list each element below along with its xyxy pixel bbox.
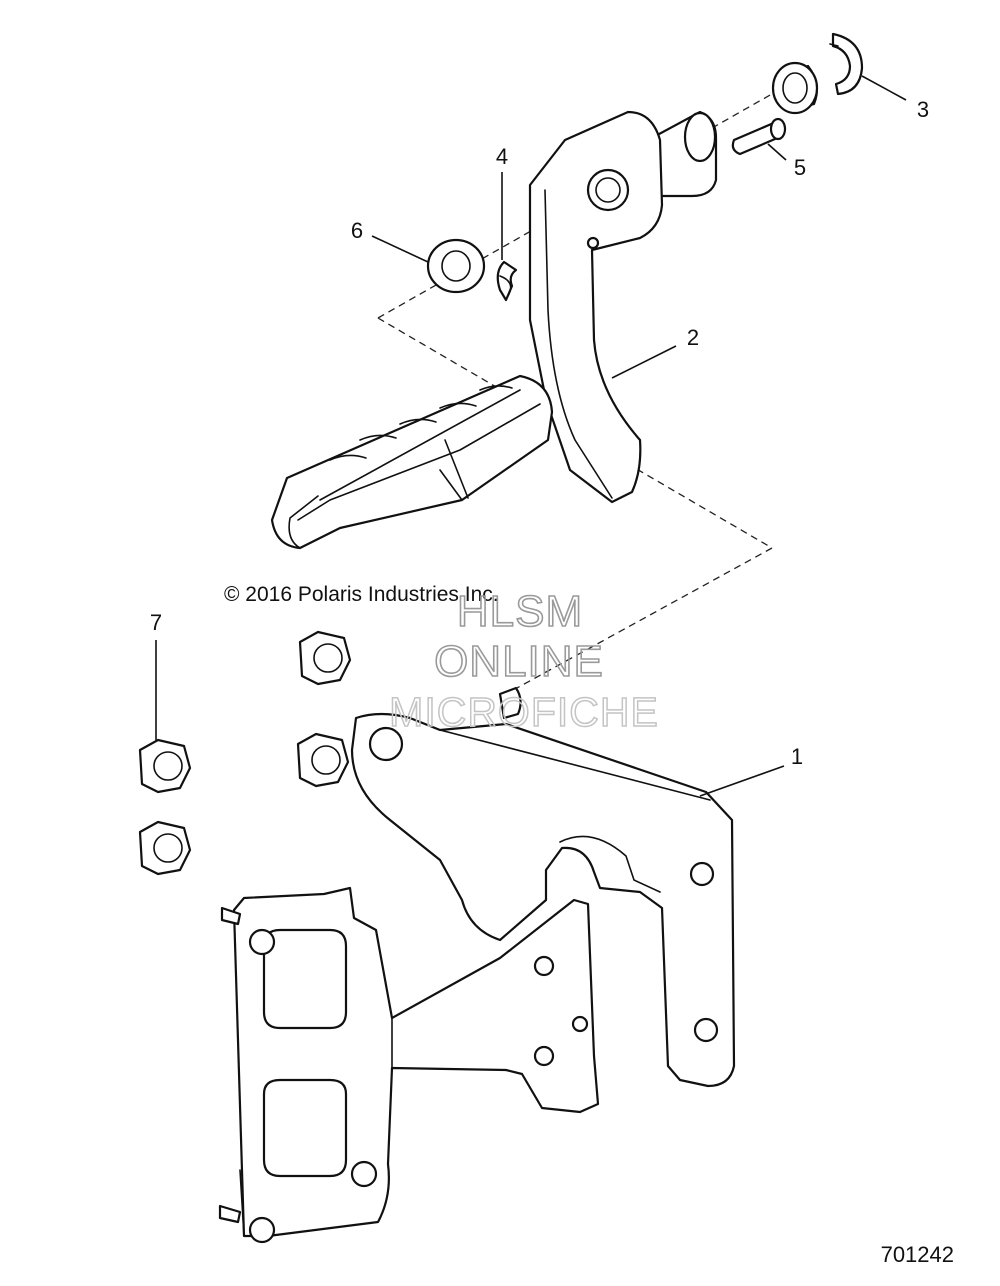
callout-2: 2 [687, 325, 699, 350]
callout-4: 4 [496, 144, 508, 169]
leader-1 [699, 765, 785, 797]
flange-nut [138, 820, 192, 876]
copyright-notice: © 2016 Polaris Industries Inc. [224, 583, 499, 606]
watermark-line-3: MICROFICHE [389, 689, 659, 735]
callout-leaders [155, 75, 907, 797]
watermark-line-2: ONLINE [434, 637, 604, 686]
pedal-mounting-bracket [218, 686, 736, 1244]
e-clip [829, 32, 864, 96]
brake-pedal-arm [270, 110, 718, 550]
pivot-bushing [771, 61, 819, 115]
flange-bushing [426, 238, 486, 294]
watermark-logo: HLSM ONLINE MICROFICHE [388, 586, 659, 736]
callout-5: 5 [794, 155, 806, 180]
callout-1: 1 [791, 744, 803, 769]
callout-labels: 1 2 3 4 5 6 7 [150, 97, 929, 769]
drawing-number: 701242 [881, 1242, 954, 1267]
watermark-line-1: HLSM [457, 587, 583, 636]
callout-7: 7 [150, 610, 162, 635]
leader-5 [767, 143, 787, 161]
flange-nut [138, 738, 192, 794]
clevis-pin [731, 117, 787, 156]
flange-nut-group [138, 630, 352, 876]
hair-pin-clip [496, 260, 518, 302]
flange-nut [298, 630, 352, 686]
leader-3 [861, 75, 907, 101]
flange-nut [296, 732, 350, 788]
callout-3: 3 [917, 97, 929, 122]
callout-6: 6 [351, 218, 363, 243]
leader-2 [611, 345, 677, 379]
leader-6 [371, 235, 429, 263]
